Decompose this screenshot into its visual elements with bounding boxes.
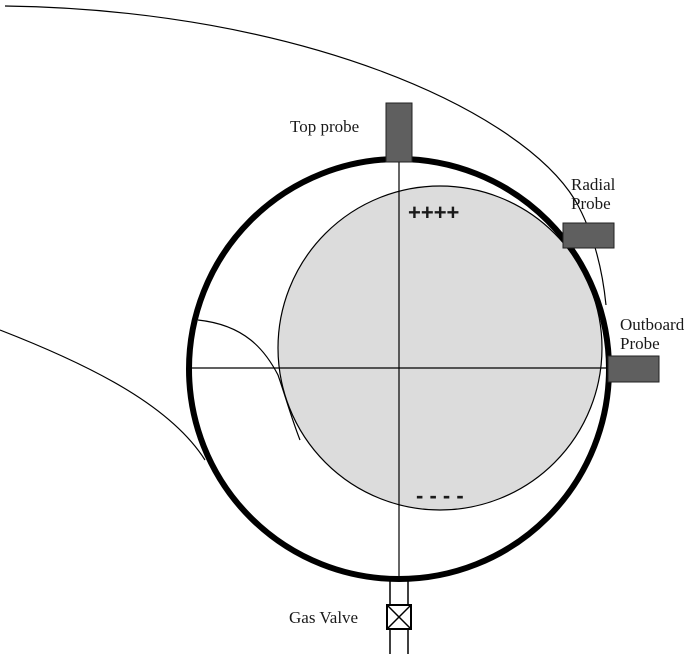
lower-field-line [0,329,206,461]
outboard-probe [607,355,660,383]
radial-probe-label-line2: Probe [571,194,611,213]
outboard-probe-label-line2: Probe [620,334,660,353]
top-probe-label: Top probe [290,117,359,136]
top-probe [385,102,413,163]
negative-charge-label: - - - - [416,483,464,508]
outboard-probe-label-line1: Outboard [620,315,685,334]
gas-valve-label: Gas Valve [289,608,358,627]
inner-field-line [197,319,301,441]
positive-charge-label: ++++ [408,200,459,225]
plasma-column [277,185,603,511]
gas-valve-cross-b [386,604,412,630]
radial-probe [562,222,615,249]
radial-probe-label-line1: Radial [571,175,616,194]
upper-field-line [4,5,607,306]
